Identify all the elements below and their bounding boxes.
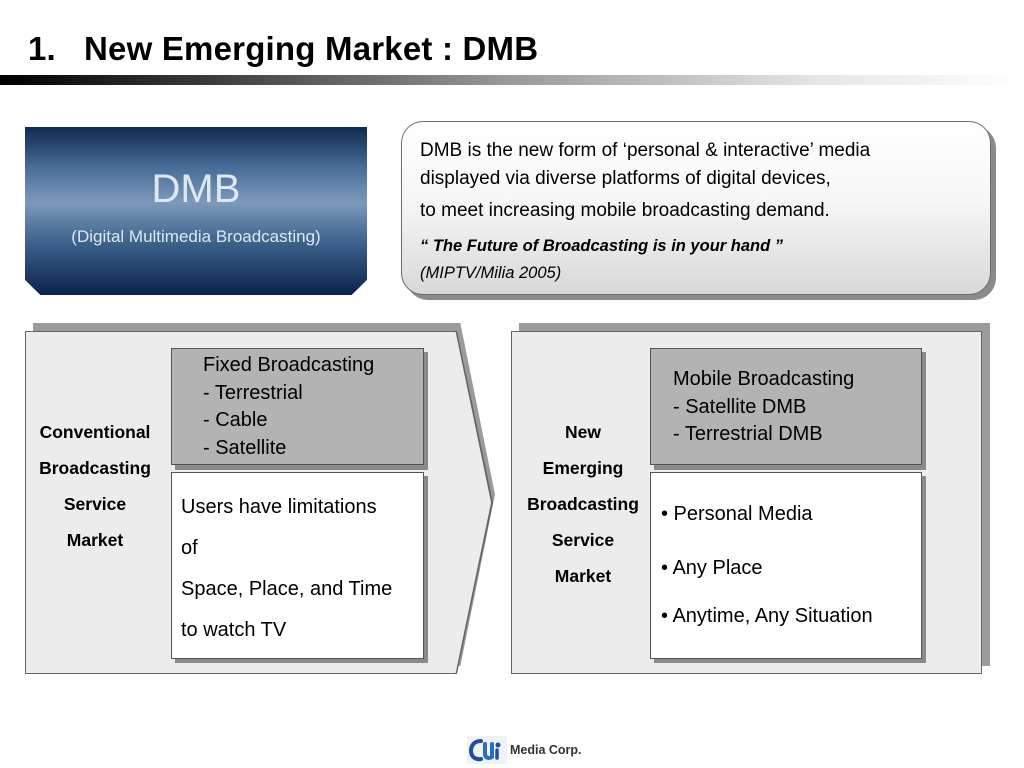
new-market-label-line: Market	[554, 566, 612, 586]
quote-text: “ The Future of Broadcasting is in your …	[420, 237, 784, 255]
feature-item: • Personal Media	[661, 503, 813, 525]
new-market-label-line: Service	[551, 530, 615, 550]
limitations-box	[171, 472, 424, 659]
logo-text: Media Corp.	[510, 743, 582, 757]
mobile-broadcasting-text: Mobile Broadcasting - Satellite DMB - Te…	[673, 366, 854, 449]
limitations-line: to watch TV	[181, 619, 287, 641]
fixed-broadcasting-line: - Satellite	[203, 436, 287, 459]
limitations-line: Users have limitations	[181, 496, 377, 518]
feature-item: • Any Place	[661, 557, 763, 579]
dmb-box-subtitle: (Digital Multimedia Broadcasting)	[71, 227, 321, 246]
quote-box-line: displayed via diverse platforms of digit…	[420, 168, 831, 189]
quote-box-line: to meet increasing mobile broadcasting d…	[420, 200, 830, 221]
new-market-label-line: Emerging	[542, 458, 624, 478]
fixed-broadcasting-line: - Terrestrial	[203, 381, 303, 404]
quote-box: DMB is the new form of ‘personal & inter…	[401, 121, 991, 295]
fixed-broadcasting-text: Fixed Broadcasting - Terrestrial - Cable…	[203, 352, 374, 462]
conventional-label-line: Service	[63, 494, 127, 514]
slide-title: 1. New Emerging Market : DMB	[28, 30, 539, 67]
limitations-line: Space, Place, and Time	[181, 578, 393, 600]
quote-box-line: DMB is the new form of ‘personal & inter…	[420, 140, 871, 161]
mobile-broadcasting-box	[650, 348, 922, 465]
fixed-broadcasting-line: Fixed Broadcasting	[203, 354, 375, 376]
mobile-broadcasting-line: - Terrestrial DMB	[673, 423, 823, 445]
title-underline-bar	[0, 75, 1024, 85]
dmb-box: DMB (Digital Multimedia Broadcasting)	[25, 127, 367, 295]
conventional-label-line: Conventional	[39, 422, 151, 442]
new-market-label: New Emerging Broadcasting Service Market	[513, 414, 653, 594]
conventional-market-label: Conventional Broadcasting Service Market	[26, 414, 164, 558]
feature-item: • Anytime, Any Situation	[661, 605, 873, 627]
dmb-box-title: DMB	[151, 167, 241, 211]
mobile-broadcasting-line: - Satellite DMB	[673, 395, 807, 418]
features-box	[650, 472, 922, 659]
cu-logo-icon	[467, 736, 507, 764]
new-market-label-line: New	[565, 422, 601, 442]
fixed-broadcasting-line: - Cable	[203, 409, 268, 431]
conventional-label-line: Broadcasting	[39, 458, 151, 478]
limitations-line: of	[181, 537, 198, 559]
conventional-label-line: Market	[66, 530, 124, 550]
new-market-label-line: Broadcasting	[527, 494, 639, 514]
limitations-text: Users have limitations of Space, Place, …	[181, 487, 392, 651]
quote-source: (MIPTV/Milia 2005)	[420, 264, 562, 282]
mobile-broadcasting-line: Mobile Broadcasting	[673, 368, 855, 390]
fixed-broadcasting-box	[171, 348, 424, 465]
